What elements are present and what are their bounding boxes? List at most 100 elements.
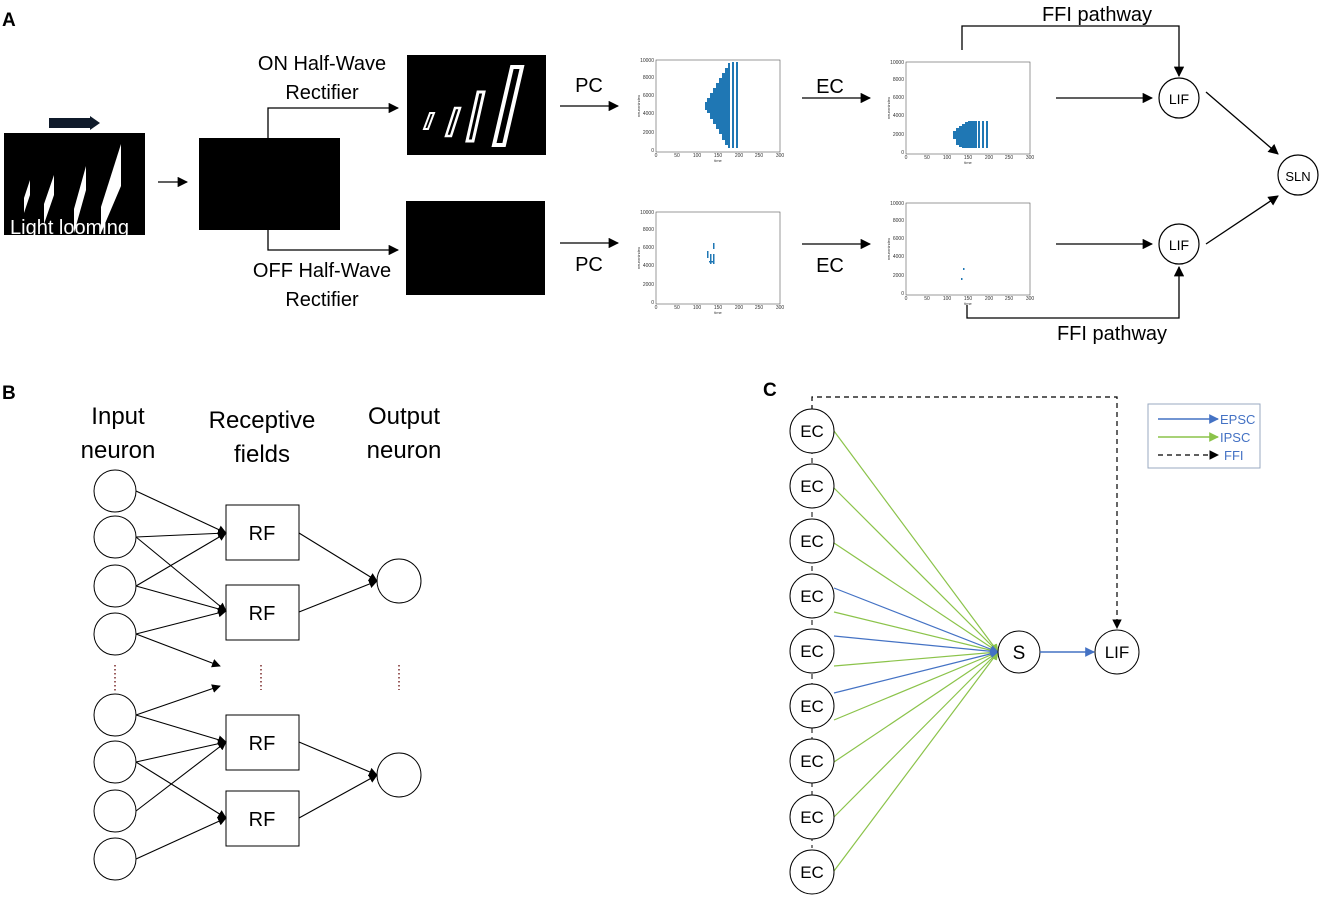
svg-text:0: 0 xyxy=(901,150,904,156)
svg-text:200: 200 xyxy=(985,296,994,302)
rf-to-output-connections xyxy=(298,532,378,819)
arrow-to-on-rectifier xyxy=(267,102,400,138)
panel-b-label: B xyxy=(2,383,16,404)
on-rectifier-label-2: Rectifier xyxy=(285,82,359,104)
pc-on-label: PC xyxy=(575,75,603,97)
svg-text:EC: EC xyxy=(800,422,824,441)
arrow-lif-bottom-to-sln xyxy=(1205,195,1279,245)
svg-text:4000: 4000 xyxy=(643,111,654,117)
rf-label-1: RF xyxy=(249,523,276,545)
svg-text:150: 150 xyxy=(964,296,973,302)
svg-text:8000: 8000 xyxy=(643,75,654,81)
svg-text:LIF: LIF xyxy=(1105,643,1130,662)
pc-off-raster-plot xyxy=(655,211,781,305)
svg-text:2000: 2000 xyxy=(643,130,654,136)
svg-text:0: 0 xyxy=(655,305,658,311)
svg-text:100: 100 xyxy=(943,296,952,302)
svg-text:0: 0 xyxy=(651,148,654,154)
light-looming-stimulus: Light looming xyxy=(4,116,145,239)
svg-text:250: 250 xyxy=(755,153,764,159)
ffi-dashed-path xyxy=(811,396,1122,629)
off-rectifier-label-2: Rectifier xyxy=(285,289,359,311)
ec-off-raster-plot xyxy=(905,202,1031,296)
svg-text:LIF: LIF xyxy=(1169,237,1189,253)
svg-text:150: 150 xyxy=(714,305,723,311)
svg-text:250: 250 xyxy=(1005,296,1014,302)
ec-nodes: EC EC EC EC EC EC EC EC EC xyxy=(789,408,835,895)
input-neuron-header-1: Input xyxy=(91,403,145,430)
off-rectified-frame xyxy=(406,201,545,295)
s-node: S xyxy=(997,630,1041,674)
lif-node-bottom: LIF xyxy=(1158,223,1200,265)
output-neuron-header-1: Output xyxy=(368,403,440,430)
svg-text:200: 200 xyxy=(735,305,744,311)
svg-text:250: 250 xyxy=(1005,155,1014,161)
ffi-pathway-bottom xyxy=(966,265,1185,319)
output-neurons xyxy=(376,558,422,798)
svg-text:200: 200 xyxy=(985,155,994,161)
receptive-field-boxes: RF RF RF RF xyxy=(225,504,300,847)
svg-text:2000: 2000 xyxy=(893,273,904,279)
svg-text:300: 300 xyxy=(776,305,785,311)
pc-on-raster-plot xyxy=(655,59,781,153)
input-neurons xyxy=(93,469,137,881)
pc-on-raster-bars xyxy=(705,62,738,148)
input-neuron-header-2: neuron xyxy=(81,437,156,464)
svg-text:neuronindex: neuronindex xyxy=(636,247,641,269)
svg-text:4000: 4000 xyxy=(893,113,904,119)
legend-ipsc-label: IPSC xyxy=(1220,430,1250,445)
svg-text:EC: EC xyxy=(800,808,824,827)
svg-text:neuronindex: neuronindex xyxy=(636,95,641,117)
svg-text:10000: 10000 xyxy=(890,60,904,66)
epsc-connections xyxy=(833,587,999,694)
svg-text:neuronindex: neuronindex xyxy=(886,238,891,260)
ec-on-label: EC xyxy=(816,76,844,98)
svg-text:EC: EC xyxy=(800,863,824,882)
on-rectifier-label-1: ON Half-Wave xyxy=(258,53,386,75)
ffi-pathway-top xyxy=(961,25,1185,78)
preprocess-frame xyxy=(199,138,340,230)
panel-c-label: C xyxy=(763,380,777,401)
svg-text:100: 100 xyxy=(693,153,702,159)
ec-off-label: EC xyxy=(816,255,844,277)
svg-text:EC: EC xyxy=(800,532,824,551)
svg-text:6000: 6000 xyxy=(643,93,654,99)
rf-label-3: RF xyxy=(249,733,276,755)
svg-text:2000: 2000 xyxy=(643,282,654,288)
svg-text:50: 50 xyxy=(674,305,680,311)
svg-text:150: 150 xyxy=(714,153,723,159)
svg-text:0: 0 xyxy=(655,153,658,159)
lif-node-c: LIF xyxy=(1094,629,1140,675)
svg-text:4000: 4000 xyxy=(643,263,654,269)
svg-text:200: 200 xyxy=(735,153,744,159)
ec-on-raster-bars xyxy=(953,121,988,148)
svg-text:10000: 10000 xyxy=(890,201,904,207)
svg-text:10000: 10000 xyxy=(640,58,654,64)
svg-text:8000: 8000 xyxy=(643,227,654,233)
svg-text:EC: EC xyxy=(800,587,824,606)
input-to-rf-connections xyxy=(135,490,227,860)
svg-text:6000: 6000 xyxy=(893,236,904,242)
rf-label-2: RF xyxy=(249,603,276,625)
svg-text:50: 50 xyxy=(674,153,680,159)
svg-text:EC: EC xyxy=(800,642,824,661)
pc-off-raster-dots xyxy=(707,243,715,264)
svg-text:time: time xyxy=(714,310,722,315)
svg-text:50: 50 xyxy=(924,155,930,161)
off-rectifier-label-1: OFF Half-Wave xyxy=(253,260,391,282)
svg-text:time: time xyxy=(714,158,722,163)
svg-text:8000: 8000 xyxy=(893,77,904,83)
light-looming-label: Light looming xyxy=(10,217,129,239)
svg-text:0: 0 xyxy=(901,291,904,297)
svg-text:250: 250 xyxy=(755,305,764,311)
legend-epsc-label: EPSC xyxy=(1220,412,1255,427)
receptive-fields-header-1: Receptive xyxy=(209,407,316,434)
svg-text:100: 100 xyxy=(943,155,952,161)
arrow-lif-top-to-sln xyxy=(1205,91,1279,155)
receptive-fields-header-2: fields xyxy=(234,441,290,468)
pc-off-label: PC xyxy=(575,254,603,276)
ffi-top-label: FFI pathway xyxy=(1042,4,1152,26)
svg-text:300: 300 xyxy=(776,153,785,159)
